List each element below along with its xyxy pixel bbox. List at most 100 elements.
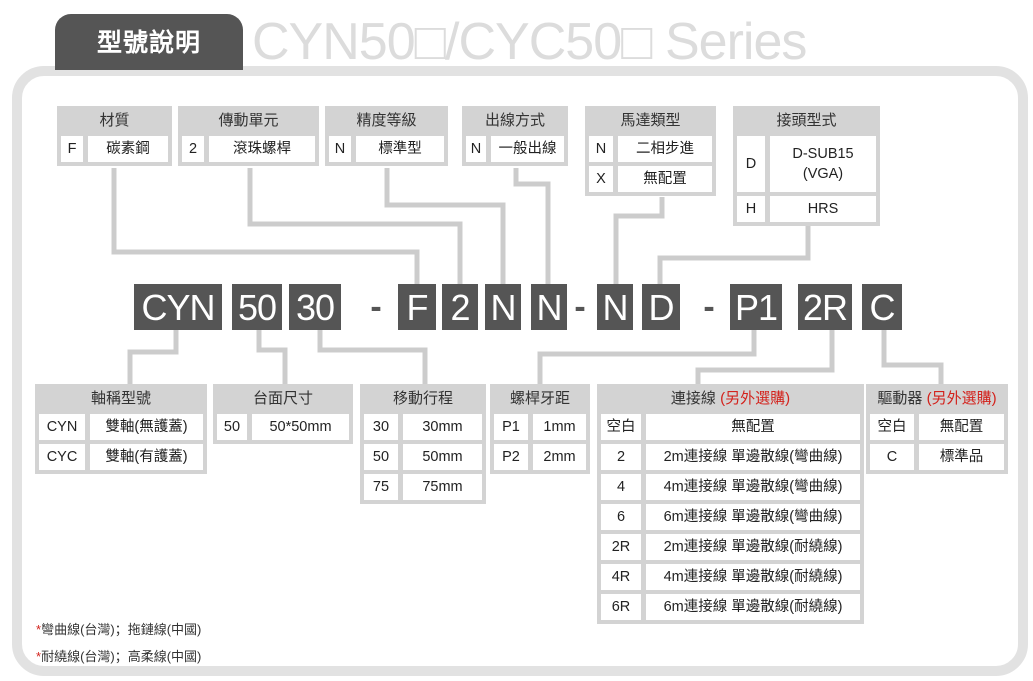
- option-code: 50: [217, 414, 247, 440]
- option-desc: 2m連接線 單邊散線(耐繞線): [646, 534, 860, 560]
- connector-cable: [695, 330, 835, 384]
- code-segment: C: [862, 284, 902, 330]
- option-code: 2: [182, 136, 204, 162]
- option-code: 2: [601, 444, 641, 470]
- option-code: N: [329, 136, 351, 162]
- option-code: N: [589, 136, 613, 162]
- group-title-text: 精度等級: [356, 112, 417, 129]
- code-segment: F: [398, 284, 436, 330]
- option-code: CYN: [39, 414, 85, 440]
- option-desc: 4m連接線 單邊散線(彎曲線): [646, 474, 860, 500]
- group-title: 接頭型式: [737, 106, 876, 136]
- option-desc: 4m連接線 單邊散線(耐繞線): [646, 564, 860, 590]
- group-title: 材質: [61, 106, 168, 136]
- option-code: 50: [364, 444, 398, 470]
- option-desc: 2m連接線 單邊散線(彎曲線): [646, 444, 860, 470]
- option-desc: 75mm: [403, 474, 482, 500]
- series-title: CYN50□/CYC50□ Series: [252, 13, 807, 71]
- option-desc: 無配置: [646, 414, 860, 440]
- footnote-2: *耐繞線(台灣)；高柔線(中國): [36, 646, 201, 665]
- group-title-text: 螺桿牙距: [509, 390, 570, 407]
- option-code: P1: [494, 414, 528, 440]
- option-desc: 標準型: [356, 136, 444, 162]
- code-segment: P1: [730, 284, 782, 330]
- option-code: C: [870, 444, 914, 470]
- group-title-text: 出線方式: [484, 112, 545, 129]
- connector-precision: [384, 168, 506, 284]
- code-segment: N: [485, 284, 521, 330]
- option-desc: 滾珠螺桿: [209, 136, 315, 162]
- option-desc: 1mm: [533, 414, 586, 440]
- code-separator: -: [574, 288, 586, 326]
- footnote-text: 彎曲線(台灣)；拖鏈線(中國): [41, 622, 202, 637]
- connector-drive: [247, 168, 463, 284]
- group-title: 傳動單元: [182, 106, 315, 136]
- code-separator: -: [370, 288, 382, 326]
- footnote-mark: *: [36, 649, 42, 664]
- option-code: H: [737, 196, 765, 222]
- option-code: CYC: [39, 444, 85, 470]
- option-code: 空白: [870, 414, 914, 440]
- footnote-mark: *: [36, 622, 42, 637]
- option-row: 空白無配置: [870, 414, 1004, 440]
- group-title-text: 軸稱型號: [90, 390, 151, 407]
- code-segment: D: [642, 284, 680, 330]
- connector-motor: [613, 197, 665, 284]
- option-desc: 無配置: [618, 166, 712, 192]
- option-desc: 碳素鋼: [88, 136, 168, 162]
- connector-stroke: [317, 330, 428, 384]
- code-separator: -: [703, 288, 715, 326]
- option-code: 30: [364, 414, 398, 440]
- option-code: 6R: [601, 594, 641, 620]
- group-title: 台面尺寸: [217, 384, 349, 414]
- option-code: N: [466, 136, 486, 162]
- option-desc: 50mm: [403, 444, 482, 470]
- option-code: P2: [494, 444, 528, 470]
- group-title: 軸稱型號: [39, 384, 203, 414]
- connector-axis: [127, 330, 179, 384]
- option-desc: 無配置: [919, 414, 1004, 440]
- optional-purchase-note: (另外選購): [926, 390, 997, 407]
- option-desc: 一般出線: [491, 136, 564, 162]
- option-desc: 2mm: [533, 444, 586, 470]
- option-code: 6: [601, 504, 641, 530]
- option-desc-line: (VGA): [802, 166, 844, 182]
- group-title: 精度等級: [329, 106, 444, 136]
- group-title: 驅動器 (另外選購): [870, 384, 1004, 414]
- connector-pitch: [537, 330, 757, 384]
- option-desc: D-SUB15(VGA): [770, 136, 876, 192]
- group-title-text: 傳動單元: [218, 112, 279, 129]
- connector-outlet: [513, 168, 551, 284]
- group-title-text: 移動行程: [392, 390, 453, 407]
- option-desc: 6m連接線 單邊散線(耐繞線): [646, 594, 860, 620]
- connector-driver: [881, 330, 944, 384]
- option-desc: 6m連接線 單邊散線(彎曲線): [646, 504, 860, 530]
- group-title-text: 材質: [99, 112, 130, 129]
- connector-connector: [657, 226, 811, 284]
- code-segment: 50: [232, 284, 282, 330]
